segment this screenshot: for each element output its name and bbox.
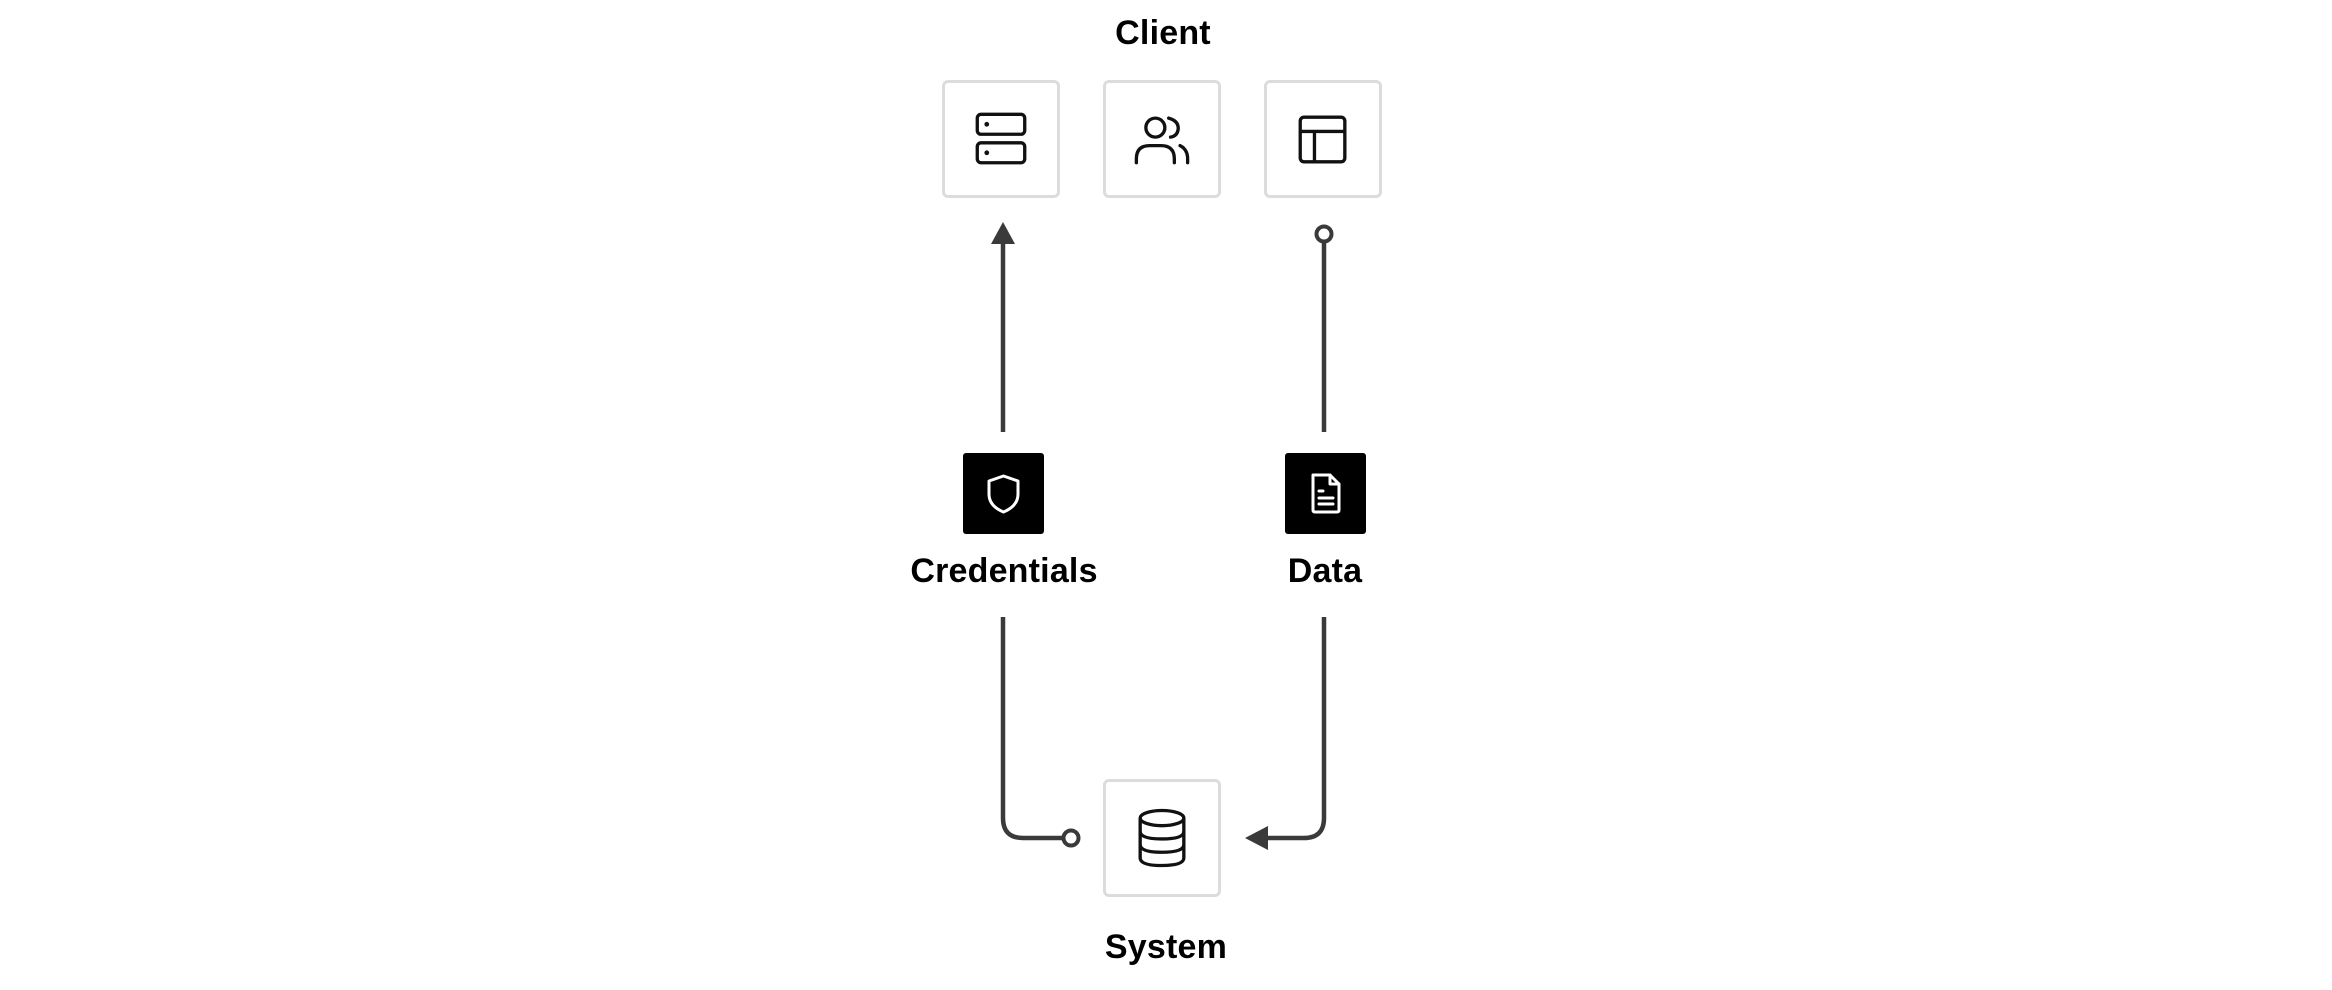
document-icon [1311,473,1341,514]
arrowhead-left [1245,826,1268,850]
client-layout-box [1264,80,1382,198]
credentials-to-system-line [1000,617,1063,841]
users-icon [1134,116,1190,165]
arrowhead-up [991,222,1015,244]
system-database-box [1103,779,1221,897]
shield-icon [987,474,1020,514]
endpoint-circle-client [1314,224,1334,244]
client-users-box [1103,80,1221,198]
data-label: Data [1287,552,1363,590]
credentials-label: Credentials [910,552,1098,590]
data-tile [1285,453,1366,534]
credentials-tile [963,453,1044,534]
database-icon [1138,808,1186,868]
layout-icon [1298,115,1347,164]
system-label: System [1104,928,1228,966]
data-to-system-line [1268,617,1327,841]
server-icon [975,112,1027,165]
client-label: Client [1115,14,1211,52]
endpoint-circle-system [1061,828,1081,848]
client-server-box [942,80,1060,198]
